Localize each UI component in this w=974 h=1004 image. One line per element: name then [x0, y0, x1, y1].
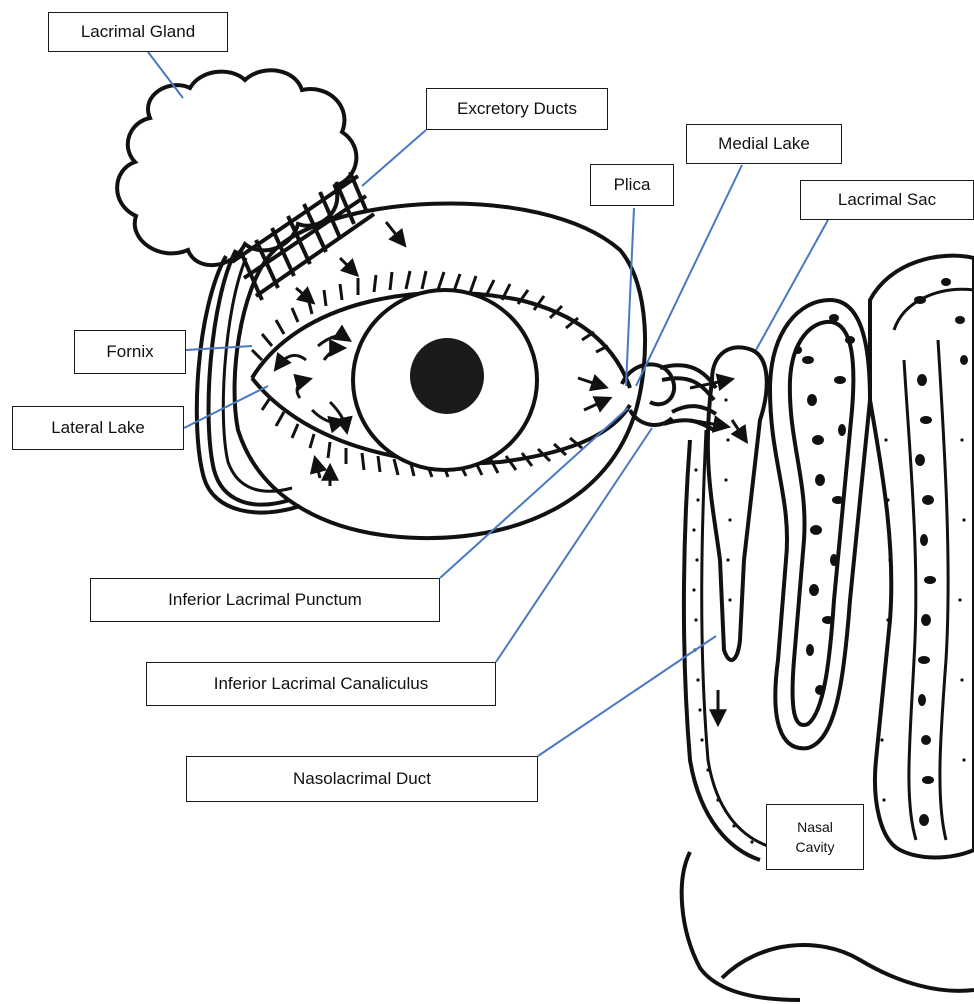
- label-text: Lacrimal Sac: [838, 190, 936, 210]
- label-excretory-ducts: Excretory Ducts: [426, 88, 608, 130]
- label-nasal-cavity: Nasal Cavity: [766, 804, 864, 870]
- pupil: [410, 338, 484, 414]
- nasal-septum: [870, 256, 974, 858]
- label-text: Nasolacrimal Duct: [293, 769, 431, 789]
- label-inferior-lacrimal-canaliculus: Inferior Lacrimal Canaliculus: [146, 662, 496, 706]
- label-text: Inferior Lacrimal Canaliculus: [214, 674, 428, 694]
- nose-outline: [682, 852, 800, 1000]
- label-lateral-lake: Lateral Lake: [12, 406, 184, 450]
- label-nasolacrimal-duct: Nasolacrimal Duct: [186, 756, 538, 802]
- label-fornix: Fornix: [74, 330, 186, 374]
- label-inferior-lacrimal-punctum: Inferior Lacrimal Punctum: [90, 578, 440, 622]
- label-text: Lacrimal Gland: [81, 22, 195, 42]
- label-text: Inferior Lacrimal Punctum: [168, 590, 362, 610]
- label-lacrimal-gland: Lacrimal Gland: [48, 12, 228, 52]
- label-text: Medial Lake: [718, 134, 810, 154]
- label-plica: Plica: [590, 164, 674, 206]
- label-text-line-2: Cavity: [796, 837, 835, 857]
- label-text: Excretory Ducts: [457, 99, 577, 119]
- label-text: Fornix: [106, 342, 153, 362]
- label-lacrimal-sac: Lacrimal Sac: [800, 180, 974, 220]
- fornix-outline: [209, 250, 290, 505]
- label-text-line-1: Nasal: [797, 817, 833, 837]
- label-medial-lake: Medial Lake: [686, 124, 842, 164]
- lacrimal-sac-and-duct: [708, 347, 767, 660]
- label-text: Lateral Lake: [51, 418, 145, 438]
- label-text: Plica: [614, 175, 651, 195]
- canaliculi: [622, 364, 716, 430]
